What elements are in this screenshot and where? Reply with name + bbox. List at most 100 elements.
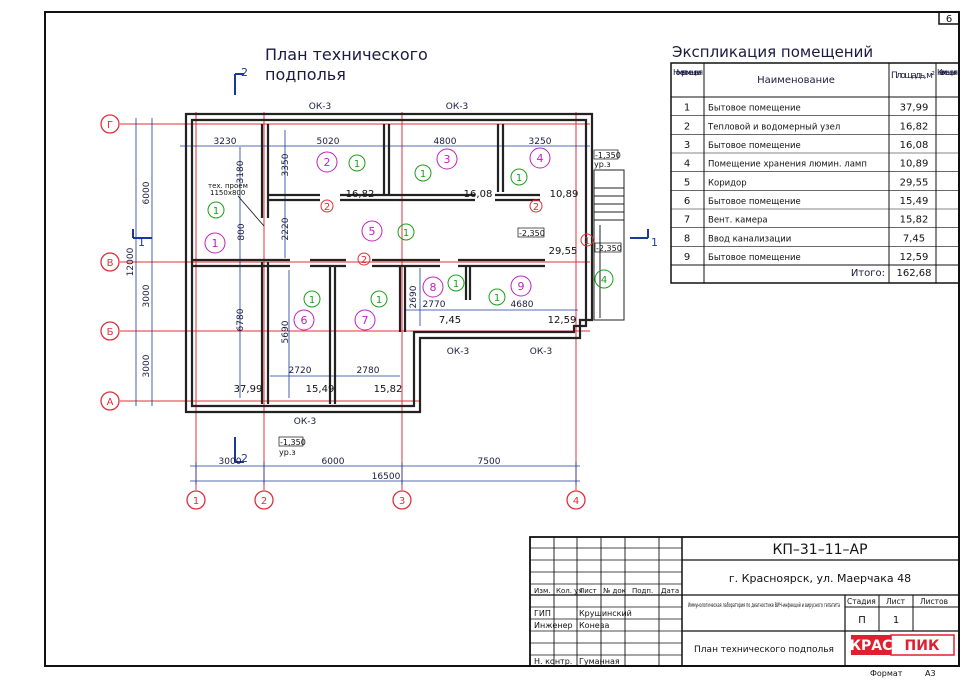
axis-bubble-row-V: В [100,252,120,272]
explication-row-num: 4 [684,159,690,170]
svg-text:Г: Г [107,120,113,131]
svg-text:Стадия: Стадия [847,597,876,606]
svg-text:2: 2 [324,156,331,169]
explication-row-name: Бытовое помещение [708,197,801,207]
title-block-people: ГИП Инженер Н. контр. Крушинский Конева … [534,609,632,666]
explication-header-cat: Кат. помещения [937,68,958,77]
svg-text:1: 1 [193,496,199,507]
svg-text:5690: 5690 [281,320,291,343]
explication-total-label: Итого: [851,268,885,279]
hatch-note-line1: тех. проём [208,182,248,190]
svg-text:12,59: 12,59 [548,315,577,326]
svg-text:2: 2 [533,202,539,213]
walls [184,112,594,414]
svg-text:3250: 3250 [529,137,552,147]
svg-text:-2,350: -2,350 [519,229,545,238]
axis-bubble-col-4: 4 [566,490,586,510]
svg-text:8: 8 [430,281,437,294]
svg-text:15,49: 15,49 [306,384,335,395]
explication-row-area: 15,49 [900,196,929,207]
svg-text:6780: 6780 [236,308,246,331]
svg-text:15,82: 15,82 [374,384,403,395]
svg-text:2780: 2780 [357,366,380,376]
svg-text:1: 1 [212,237,219,250]
explication-row-num: 3 [684,140,690,151]
svg-text:16500: 16500 [372,472,401,482]
svg-text:Гуманная: Гуманная [579,657,620,666]
svg-text:-1,350: -1,350 [280,438,306,447]
title-block-address: г. Красноярск, ул. Маерчака 48 [729,572,911,585]
svg-text:Кол. уч: Кол. уч [556,587,582,595]
explication-row-num: 9 [684,252,690,263]
opening-label: ОК-3 [447,347,469,357]
svg-text:-2,350: -2,350 [596,244,622,253]
svg-text:1: 1 [494,293,500,304]
explication-total-value: 162,68 [897,268,932,279]
explication-header-name: Наименование [757,75,835,86]
svg-text:Лист: Лист [886,597,906,606]
svg-text:16,08: 16,08 [464,189,493,200]
company-logo: КРАС ПИК [850,634,955,656]
svg-text:В: В [107,258,114,269]
explication-row-num: 7 [684,215,690,226]
stair [593,169,625,321]
svg-text:2: 2 [324,202,330,213]
svg-text:2: 2 [361,255,367,266]
title-block-code: КП–31–11–АР [772,542,867,558]
svg-text:4800: 4800 [434,137,457,147]
explication-row-num: 8 [684,233,690,244]
opening-label: ОК-3 [446,102,468,112]
svg-text:7: 7 [362,314,369,327]
explication-row-area: 37,99 [900,103,929,114]
explication-row-area: 16,08 [900,140,929,151]
svg-text:2720: 2720 [289,366,312,376]
axis-bubble-row-B: Б [100,321,120,341]
svg-text:2: 2 [241,452,248,465]
svg-text:А: А [107,397,114,408]
svg-text:3000: 3000 [219,457,242,467]
explication-row-num: 2 [684,121,690,132]
hatch-leader [237,195,265,227]
hatch-note-line2: 1150х800 [210,189,245,197]
svg-text:7500: 7500 [478,457,501,467]
format-label: Формат [870,669,903,678]
explication-row-area: 16,82 [900,121,929,132]
svg-text:6000: 6000 [322,457,345,467]
svg-text:ГИП: ГИП [534,609,551,618]
opening-label: ОК-3 [309,102,331,112]
explication-row-name: Вент. камера [708,216,768,226]
opening-label: ОК-3 [530,347,552,357]
svg-text:-1,350: -1,350 [595,151,621,160]
explication-row-area: 7,45 [903,233,925,244]
svg-text:1: 1 [516,173,522,184]
explication-row-area: 15,82 [900,215,929,226]
svg-text:4: 4 [537,152,544,165]
svg-text:3000: 3000 [142,284,152,307]
svg-text:ур.з: ур.з [279,448,296,457]
explication-row-num: 6 [684,196,690,207]
opening-label: ОК-3 [294,417,316,427]
svg-text:2220: 2220 [281,217,291,240]
door-marks: 2 2 2 1 [320,199,594,266]
title-block-col-headers: Изм. Кол. уч Лист № док Подп. Дата [534,587,679,595]
svg-text:1: 1 [403,228,409,239]
svg-text:2770: 2770 [423,300,446,310]
svg-text:3: 3 [399,496,405,507]
svg-text:6: 6 [301,314,308,327]
svg-text:3000: 3000 [142,354,152,377]
explication-row-area: 10,89 [900,159,929,170]
svg-text:1: 1 [376,295,382,306]
svg-text:2: 2 [241,66,248,79]
svg-text:1: 1 [309,295,315,306]
explication-row-num: 5 [684,177,690,188]
svg-text:10,89: 10,89 [550,189,579,200]
category-marks: 1 1 1 1 1 1 1 1 1 4 [207,154,614,308]
explication-row-name: Помещение хранения люмин. ламп [708,160,867,170]
svg-text:1: 1 [651,236,658,249]
section-mark-right: 1 [630,229,658,249]
axis-bubble-col-1: 1 [186,490,206,510]
svg-text:Лист: Лист [579,587,597,595]
svg-text:2690: 2690 [409,285,419,308]
